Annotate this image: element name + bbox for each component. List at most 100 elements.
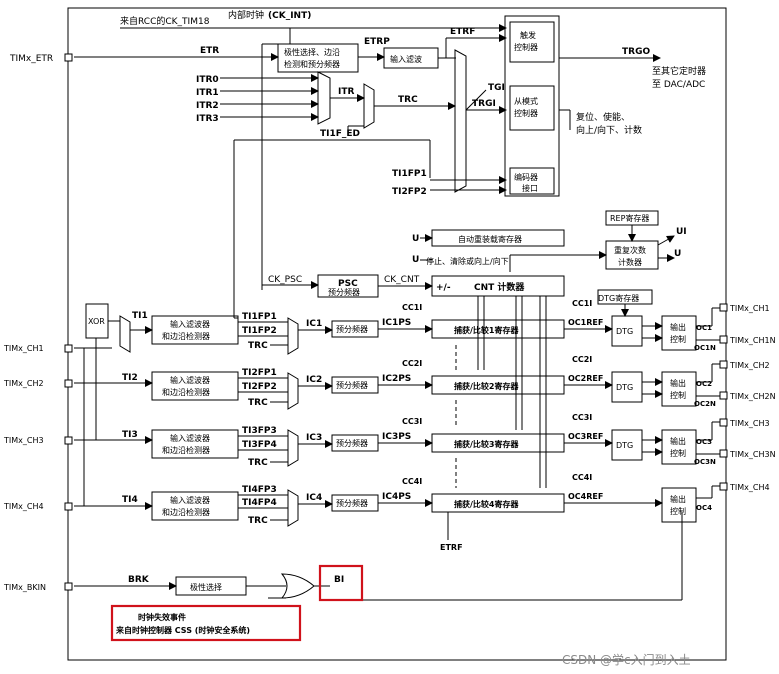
filter2-line2: 和边沿检测器 (162, 387, 210, 397)
css-highlight (110, 604, 302, 642)
out-pin-ch3n: TIMx_CH3N (729, 450, 776, 459)
filter4-line2: 和边沿检测器 (162, 507, 210, 517)
ic2ps-label: IC2PS (382, 374, 411, 384)
etr-pin-label: TIMx_ETR (9, 54, 53, 64)
clock-fail-line1: 时钟失效事件 (138, 612, 186, 622)
etrp-label: ETRP (364, 37, 390, 47)
ic3-mux (287, 429, 299, 467)
rep-reg-label: REP寄存器 (610, 213, 649, 223)
itr1-label: ITR1 (196, 88, 219, 98)
ic1-mux (287, 317, 299, 355)
ck-cnt-label: CK_CNT (384, 275, 420, 285)
ch3-pin-label: TIMx_CH3 (3, 436, 44, 445)
filter1-line1: 输入滤波器 (170, 319, 210, 329)
slave-controller-box (509, 85, 555, 131)
ui-label: UI (676, 227, 687, 237)
encoder-line1: 编码器 (514, 172, 538, 182)
out-pin-ch3: TIMx_CH3 (729, 419, 770, 428)
internal-clock-label: 内部时钟 (228, 9, 264, 21)
ic1ps-label: IC1PS (382, 318, 411, 328)
oc2n-label: OC2N (694, 400, 716, 408)
ti2-label: TI2 (122, 373, 138, 383)
ccr3-label: 捕获/比较3寄存器 (454, 439, 519, 449)
filter3-line1: 输入滤波器 (170, 433, 210, 443)
ti4fp4-label: TI4FP4 (242, 498, 277, 508)
oc1n-label: OC1N (694, 344, 716, 352)
itr0-label: ITR0 (196, 75, 219, 85)
cc4i-right-label: CC4I (572, 473, 592, 482)
filter-box-2 (151, 371, 239, 401)
prescaler2-label: 预分频器 (336, 380, 368, 390)
dtg2-label: DTG (616, 383, 633, 392)
out3-line2: 控制 (670, 448, 686, 458)
rep-counter-line1: 重复次数 (614, 245, 646, 255)
clock-fail-line2: 来自时钟控制器 CSS (时钟安全系统) (115, 625, 250, 635)
ti3-label: TI3 (122, 430, 138, 440)
trc4-label: TRC (248, 516, 268, 526)
tgi-label: TGI (488, 83, 505, 93)
oc1-label: OC1 (696, 324, 712, 332)
polarity-box-line1: 极性选择、边沿 (284, 47, 340, 57)
ccr1-label: 捕获/比较1寄存器 (454, 325, 519, 335)
cnt-label: CNT 计数器 (474, 281, 525, 293)
cc1i-right-label: CC1I (572, 299, 592, 308)
ic2-label: IC2 (306, 375, 322, 385)
out1-line1: 输出 (670, 322, 686, 332)
ch4-pin-label: TIMx_CH4 (3, 502, 44, 511)
trc3-label: TRC (248, 458, 268, 468)
stop-note-label: 停止、清除或向上/向下 (426, 256, 509, 266)
itr-mux (317, 71, 331, 125)
out-pin-ch1n: TIMx_CH1N (729, 336, 776, 345)
break-polarity-label: 极性选择 (190, 582, 222, 592)
out-pin-ch2: TIMx_CH2 (729, 361, 770, 370)
dtg-reg-label: DTG寄存器 (598, 293, 639, 303)
out-pin-ch2n: TIMx_CH2N (729, 392, 776, 401)
ti1-mux (119, 315, 131, 353)
ic4ps-label: IC4PS (382, 492, 411, 502)
ti2fp2-label: TI2FP2 (242, 382, 277, 392)
ch2-pin-label: TIMx_CH2 (3, 379, 44, 388)
ic2-mux (287, 372, 299, 410)
oc4-label: OC4 (696, 504, 712, 512)
filter1-line2: 和边沿检测器 (162, 331, 210, 341)
ic3-label: IC3 (306, 433, 322, 443)
dtg3-label: DTG (616, 441, 633, 450)
trgi-label: TRGI (472, 99, 496, 109)
psc-sub-label: 预分频器 (328, 287, 360, 297)
cnt-dir-label: +/- (436, 283, 451, 293)
trgi-mux (454, 49, 467, 193)
ti1fp2-label: TI1FP2 (242, 326, 277, 336)
bi-label: BI (334, 575, 344, 585)
ck-psc-label: CK_PSC (268, 275, 302, 285)
prescaler1-label: 预分频器 (336, 324, 368, 334)
u-autoreload-label: U (412, 234, 419, 244)
ck-int-label: (CK_INT) (268, 11, 311, 21)
trc-mux (363, 83, 375, 129)
autoreload-label: 自动重装载寄存器 (458, 234, 522, 244)
oc2ref-label: OC2REF (568, 374, 603, 383)
ti4-label: TI4 (122, 495, 138, 505)
oc1ref-label: OC1REF (568, 318, 603, 327)
encoder-line2: 接口 (522, 183, 538, 193)
out2-line2: 控制 (670, 390, 686, 400)
u-right-label: U (674, 249, 681, 259)
reset-note-line1: 复位、使能、 (576, 111, 630, 123)
ccr2-label: 捕获/比较2寄存器 (454, 381, 519, 391)
cc2i-left-label: CC2I (402, 359, 422, 368)
input-filter-label: 输入滤波 (390, 54, 422, 64)
out-pin-ch4: TIMx_CH4 (729, 483, 770, 492)
ti2fp2-top-label: TI2FP2 (392, 187, 427, 197)
out3-line1: 输出 (670, 436, 686, 446)
itr2-label: ITR2 (196, 101, 219, 111)
dtg-box-3 (611, 429, 643, 461)
oc3-label: OC3 (696, 438, 712, 446)
out4-line2: 控制 (670, 506, 686, 516)
etrf-label: ETRF (450, 27, 475, 37)
watermark: CSDN @学c入门到入土 (562, 652, 691, 667)
cc2i-right-label: CC2I (572, 355, 592, 364)
slave-ctrl-line2: 控制器 (514, 108, 538, 118)
trc2-label: TRC (248, 398, 268, 408)
oc4ref-label: OC4REF (568, 492, 603, 501)
prescaler4-label: 预分频器 (336, 498, 368, 508)
